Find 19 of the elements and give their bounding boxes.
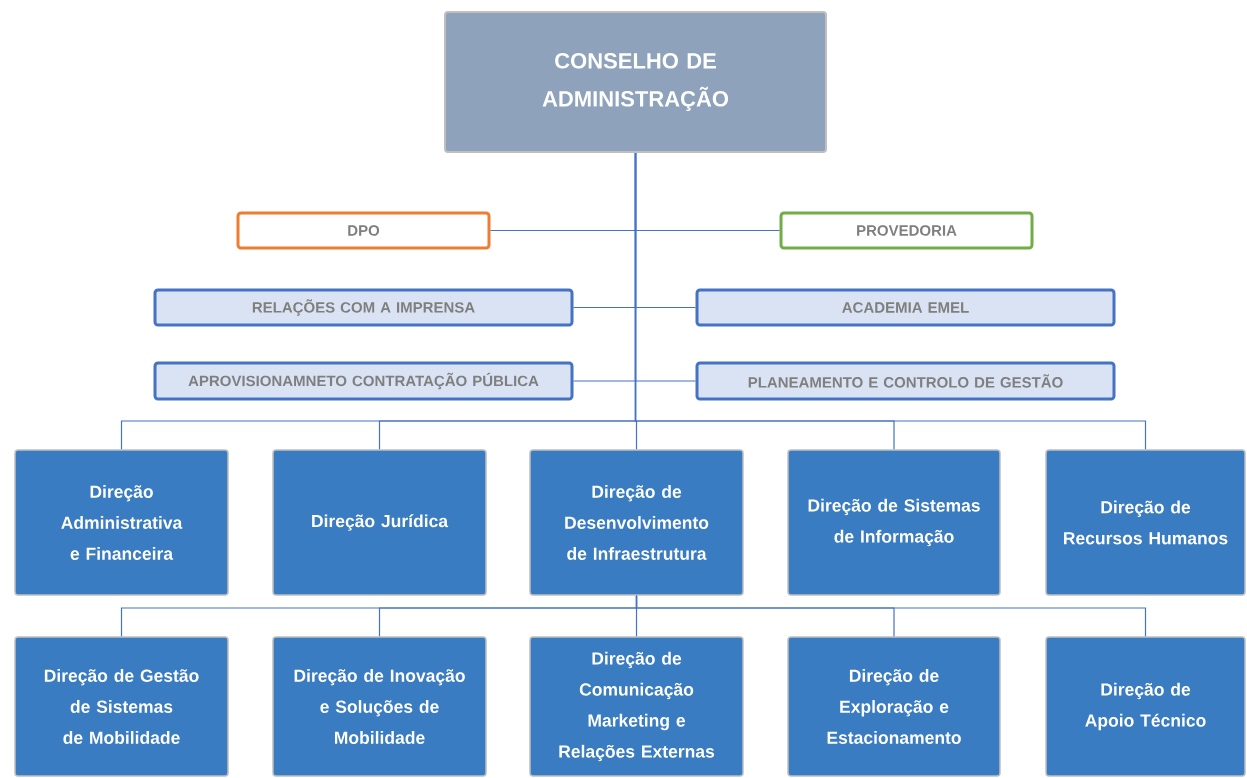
connector-line (634, 152, 1147, 450)
department-box: Direção de Recursos Humanos (1045, 449, 1246, 596)
department-box: Direção Administrativa e Financeira (14, 449, 229, 596)
department-box: Direção de Sistemas de Informação (787, 449, 1001, 596)
connector-line (635, 595, 1147, 637)
staff-box: DPO (236, 211, 491, 250)
department-box: Direção Jurídica (272, 449, 487, 596)
department-box: Direção de Comunicação Marketing e Relações Externas (529, 636, 744, 777)
department-box: Direção de Inovação e Soluções de Mobilidade (272, 636, 487, 777)
department-box: Direção de Exploração e Estacionamento (787, 636, 1001, 777)
board-box: CONSELHO DE ADMINISTRAÇÃO (444, 11, 827, 153)
staff-box: APROVISIONAMNETO CONTRATAÇÃO PÚBLICA (153, 361, 574, 401)
staff-box: PROVEDORIA (779, 211, 1034, 250)
staff-box: RELAÇÕES COM A IMPRENSA (153, 288, 574, 327)
department-box: Direção de Apoio Técnico (1045, 636, 1246, 777)
staff-box: ACADEMIA EMEL (695, 288, 1116, 327)
department-box: Direção de Gestão de Sistemas de Mobilidade (14, 636, 229, 777)
staff-box: PLANEAMENTO E CONTROLO DE GESTÃO (695, 361, 1116, 401)
department-box: Direção de Desenvolvimento de Infraestrutura (529, 449, 744, 596)
